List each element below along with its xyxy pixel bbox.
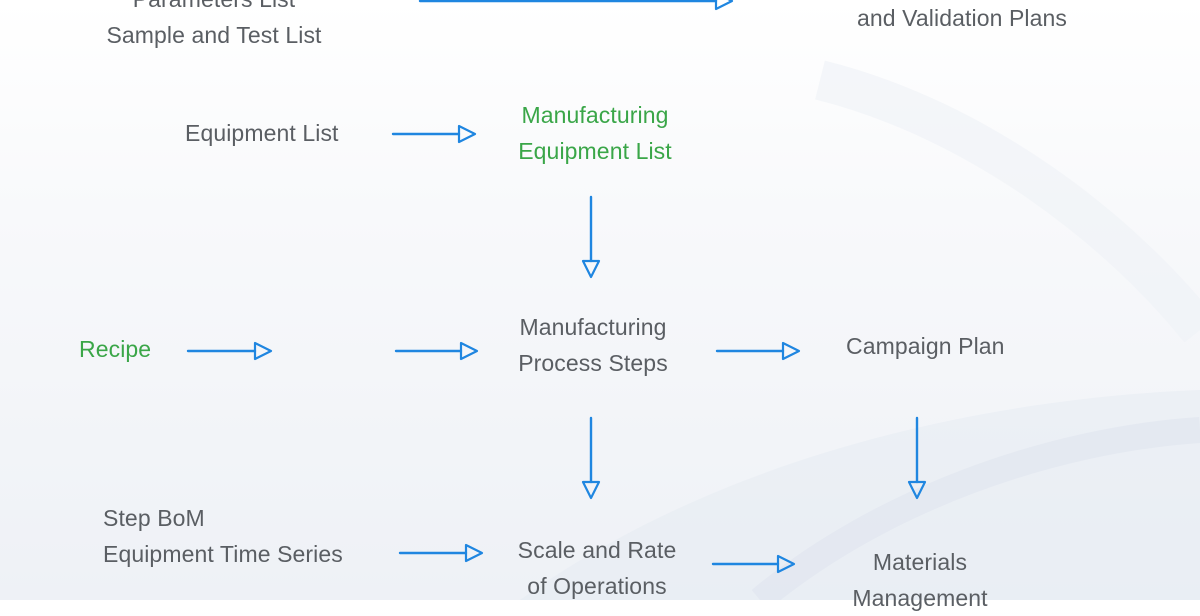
node-materials-management: Materials Management <box>852 544 987 616</box>
arrow-recipe-to-process-steps <box>394 341 479 361</box>
arrows-layer <box>186 0 927 574</box>
node-manufacturing-process-steps-line1: Manufacturing <box>519 314 667 340</box>
node-materials-management-line2: Management <box>852 585 988 611</box>
node-materials-management-line1: Materials <box>872 549 968 575</box>
node-scale-and-rate-line1: Scale and Rate <box>517 537 677 563</box>
node-parameters-list-line2: Sample and Test List <box>106 22 322 48</box>
arrow-recipe-out <box>186 341 273 361</box>
node-manufacturing-process-steps-line2: Process Steps <box>518 350 668 376</box>
node-scale-and-rate-line2: of Operations <box>527 573 667 599</box>
background-swoosh <box>520 60 1200 600</box>
node-step-bom: Step BoM Equipment Time Series <box>103 500 343 572</box>
node-parameters-list-line1: Parameters List <box>106 0 321 17</box>
node-equipment-list-text: Equipment List <box>185 120 339 146</box>
node-recipe-text: Recipe <box>79 336 152 362</box>
node-manufacturing-equipment-list-line1: Manufacturing <box>521 102 669 128</box>
node-manufacturing-equipment-list: Manufacturing Equipment List <box>518 97 672 169</box>
node-manufacturing-equipment-list-line2: Equipment List <box>518 138 672 164</box>
arrow-manufacturing-equipment-to-process-steps <box>581 195 601 279</box>
node-validation-plans: and Validation Plans <box>857 0 1067 36</box>
arrow-step-bom-to-scale-and-rate <box>398 543 484 563</box>
node-step-bom-line2: Equipment Time Series <box>103 541 343 567</box>
node-campaign-plan-text: Campaign Plan <box>846 333 1005 359</box>
arrow-equipment-list-to-manufacturing-equipment <box>391 124 477 144</box>
node-validation-plans-line2: and Validation Plans <box>857 5 1067 31</box>
node-parameters-list: Parameters List Sample and Test List <box>106 0 321 53</box>
arrow-scale-and-rate-to-materials <box>711 554 796 574</box>
node-equipment-list: Equipment List <box>185 115 339 151</box>
node-campaign-plan: Campaign Plan <box>846 328 1005 364</box>
arrow-campaign-plan-to-materials <box>907 416 927 500</box>
node-scale-and-rate: Scale and Rate of Operations <box>518 532 677 604</box>
arrow-process-steps-to-campaign-plan <box>715 341 801 361</box>
node-step-bom-line1: Step BoM <box>103 505 205 531</box>
arrow-parameters-to-validation <box>418 0 734 11</box>
node-recipe: Recipe <box>79 331 151 367</box>
node-manufacturing-process-steps: Manufacturing Process Steps <box>518 309 668 381</box>
arrow-process-steps-to-scale-and-rate <box>581 416 601 500</box>
